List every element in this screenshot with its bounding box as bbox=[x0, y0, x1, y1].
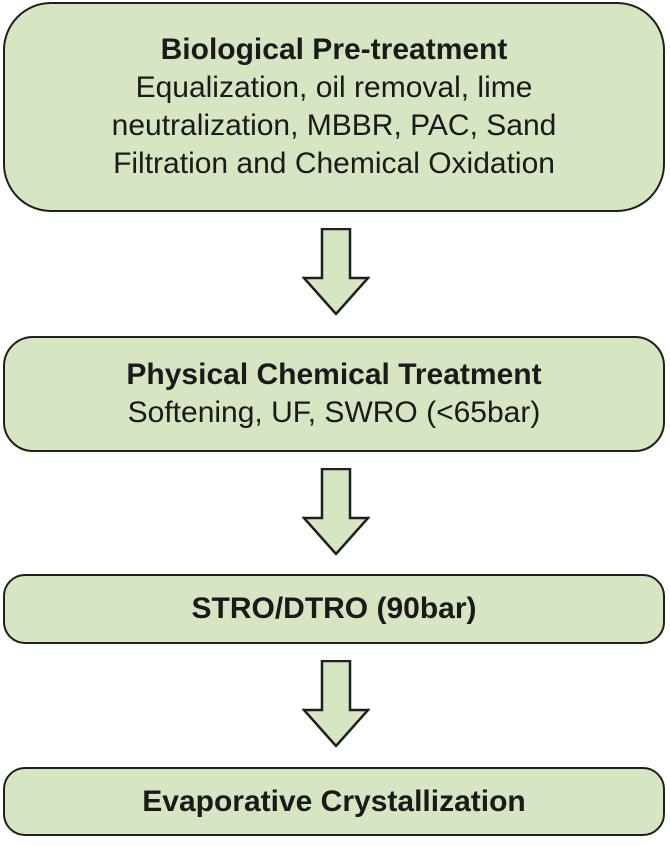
step-detail: Softening, UF, SWRO (<65bar) bbox=[127, 396, 541, 429]
step-title: Biological Pre-treatment bbox=[160, 33, 508, 66]
step-detail: Equalization, oil removal, lime neutrali… bbox=[111, 71, 557, 180]
step-evaporative-crystallization: Evaporative Crystallization bbox=[3, 767, 665, 836]
step-physical-chemical-treatment: Physical Chemical Treatment Softening, U… bbox=[3, 336, 665, 452]
step-title: Physical Chemical Treatment bbox=[126, 358, 542, 391]
down-arrow-icon bbox=[302, 468, 370, 556]
down-arrow-icon bbox=[302, 228, 370, 316]
step-stro-dtro: STRO/DTRO (90bar) bbox=[3, 574, 665, 644]
step-title: STRO/DTRO (90bar) bbox=[191, 592, 477, 625]
step-title: Evaporative Crystallization bbox=[142, 784, 526, 818]
down-arrow-icon bbox=[302, 660, 370, 748]
step-biological-pretreatment: Biological Pre-treatment Equalization, o… bbox=[3, 2, 665, 212]
